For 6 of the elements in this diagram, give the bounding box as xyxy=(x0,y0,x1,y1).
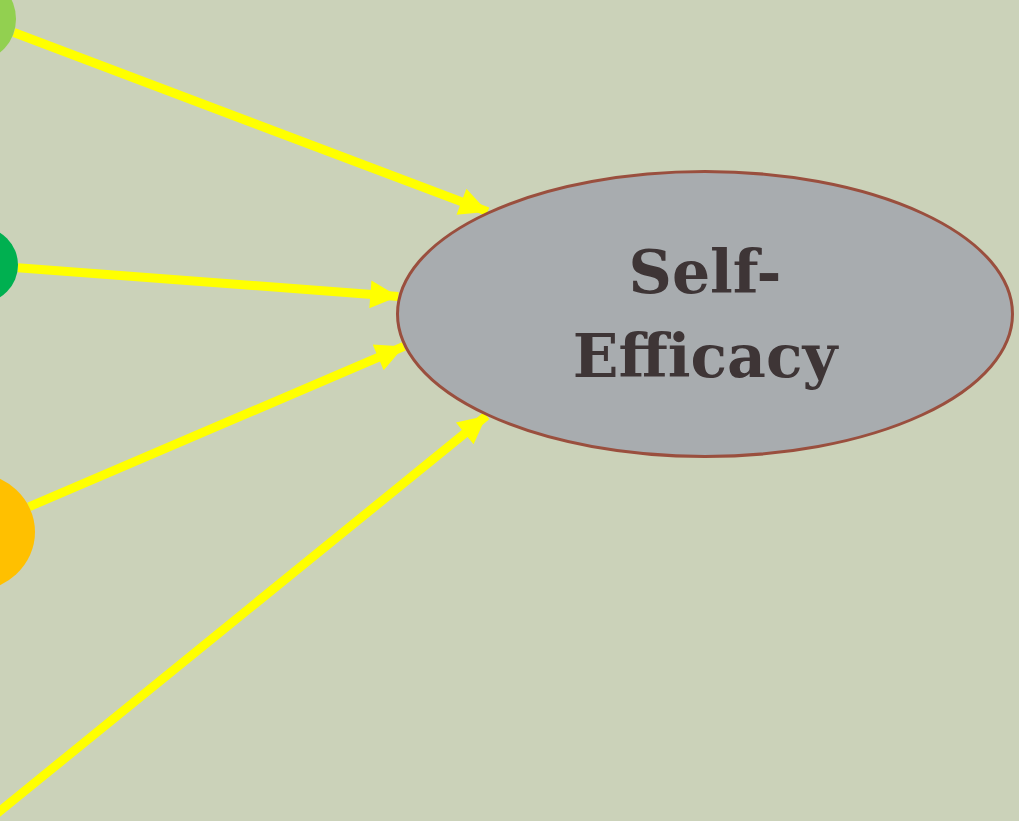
node-label: Self-Efficacy xyxy=(571,236,840,393)
arrow xyxy=(0,412,490,819)
arrow xyxy=(27,342,406,511)
ellipse-node xyxy=(396,170,1014,458)
arrow xyxy=(17,263,399,309)
arrow xyxy=(12,28,490,216)
